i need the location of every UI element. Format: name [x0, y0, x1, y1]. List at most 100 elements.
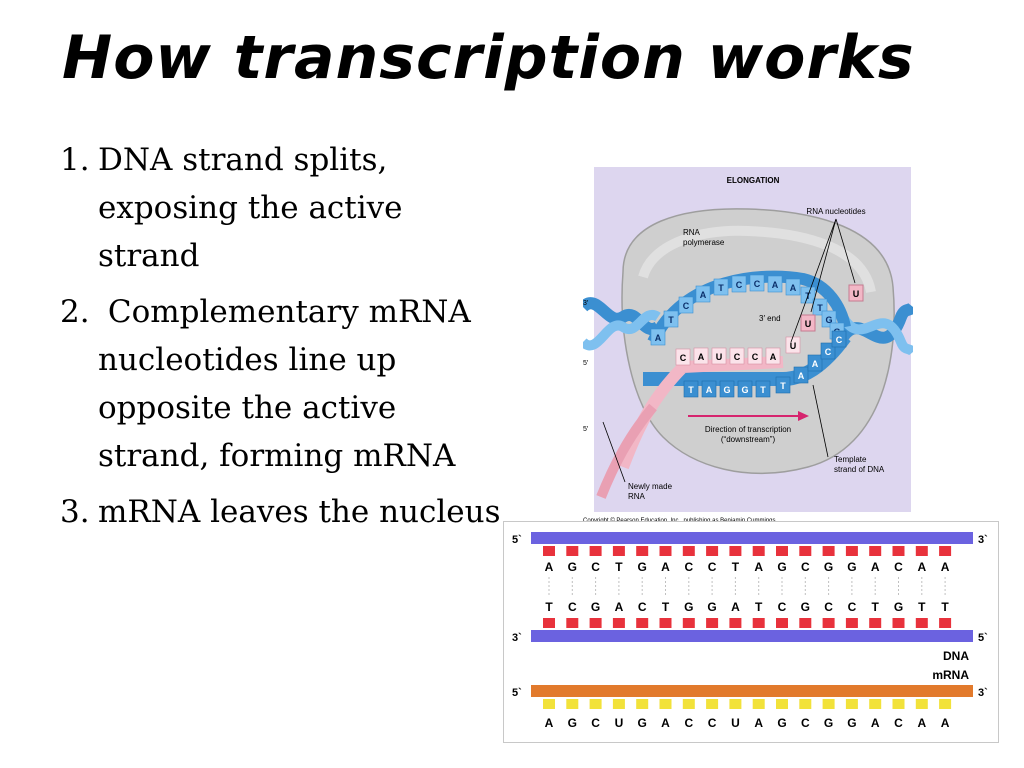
rna-base	[729, 347, 745, 365]
dna-bottom-ticks	[543, 618, 952, 628]
mrna-base-label: G	[847, 716, 856, 730]
coding-base-label: A	[790, 283, 797, 293]
dna-tick	[706, 618, 719, 628]
dna-base-label: C	[848, 600, 857, 614]
dna-tick	[682, 618, 695, 628]
dna-tick	[869, 618, 882, 628]
elongation-heading: ELONGATION	[727, 176, 780, 185]
template-base-label: G	[723, 385, 730, 395]
rna-base-label: A	[698, 352, 705, 362]
template-base	[793, 366, 809, 384]
rna-base-label: C	[680, 353, 687, 363]
mrna-tick	[799, 699, 812, 709]
template-base	[683, 380, 699, 398]
three-prime-label: 3`	[512, 632, 522, 644]
dna-tick	[589, 546, 602, 556]
end-label: 5′	[583, 360, 589, 367]
three-prime-label: 3`	[978, 687, 988, 699]
template-base-label: G	[741, 385, 748, 395]
list-item-text: mRNA leaves the nucleus	[98, 494, 501, 530]
dna-tick	[543, 546, 555, 556]
coding-base	[731, 275, 747, 293]
three-prime-end-label: 3′ end	[759, 314, 781, 323]
hydrogen-bond-dashes	[548, 577, 946, 596]
template-base-label: C	[836, 335, 843, 345]
dna-helix-left	[583, 297, 662, 335]
rna-base-label: C	[752, 352, 759, 362]
polymerase-highlight	[638, 225, 876, 294]
mrna-tick	[915, 699, 928, 709]
pointer-line	[835, 218, 856, 284]
dna-tick	[799, 546, 812, 556]
free-nucleotide-label: U	[805, 319, 812, 329]
coding-base-label: A	[655, 333, 662, 343]
dna-base-label: G	[847, 560, 856, 574]
template-base	[831, 330, 847, 348]
rna-tail	[596, 403, 657, 499]
mrna-base-label: C	[801, 716, 810, 730]
coding-base	[650, 328, 666, 346]
template-base	[719, 380, 735, 398]
dna-base-label: G	[591, 600, 600, 614]
dna-tick	[636, 618, 649, 628]
coding-base	[749, 274, 765, 292]
rna-polymerase-label: polymerase	[683, 238, 725, 247]
mrna-base-label: A	[754, 716, 763, 730]
coding-base	[695, 285, 711, 303]
dna-tick	[706, 546, 719, 556]
mrna-tick	[729, 699, 742, 709]
rna-polymerase-label: RNA	[683, 228, 701, 237]
mrna-tick	[636, 699, 649, 709]
mrna-base-label: C	[708, 716, 717, 730]
dna-base-label: C	[638, 600, 647, 614]
coding-base-label: A	[700, 290, 707, 300]
mrna-tick	[752, 699, 765, 709]
dna-tick	[915, 546, 928, 556]
mrna-tick	[543, 699, 555, 709]
mrna-base-label: C	[684, 716, 693, 730]
mrna-base-label: C	[591, 716, 600, 730]
dna-base-label: T	[941, 600, 949, 614]
dna-base-label: T	[662, 600, 670, 614]
template-base	[775, 376, 791, 394]
free-nucleotide-label: U	[853, 289, 860, 299]
pointer-line	[812, 384, 829, 458]
coding-base-label: C	[683, 301, 690, 311]
dna-tick	[612, 618, 625, 628]
dna-base-label: G	[894, 600, 903, 614]
dna-tick	[845, 618, 858, 628]
coding-base-label: T	[668, 315, 674, 325]
rna-base	[711, 347, 727, 365]
mrna-tick	[892, 699, 905, 709]
dna-tick	[776, 546, 788, 556]
pointer-line	[810, 218, 837, 313]
template-base	[755, 380, 771, 398]
dna-tick	[939, 546, 952, 556]
coding-base-label: T	[817, 303, 823, 313]
dna-tick	[659, 546, 672, 556]
dna-base-label: A	[545, 560, 554, 574]
dna-base-label: T	[918, 600, 926, 614]
rna-base-label: C	[734, 352, 741, 362]
dna-base-label: G	[777, 560, 786, 574]
mrna-base-label: G	[777, 716, 786, 730]
mrna-tick	[822, 699, 835, 709]
newly-made-rna-label: RNA	[628, 492, 646, 501]
dna-tick	[845, 546, 858, 556]
free-nucleotide: U	[848, 284, 864, 302]
rna-base	[675, 348, 691, 366]
dna-base-label: A	[754, 560, 763, 574]
dna-base-label: C	[801, 560, 810, 574]
dna-base-label: T	[872, 600, 880, 614]
template-base-label: A	[706, 385, 713, 395]
dna-tick	[892, 546, 905, 556]
dna-base-label: C	[708, 560, 717, 574]
end-label: 5′	[583, 426, 589, 433]
